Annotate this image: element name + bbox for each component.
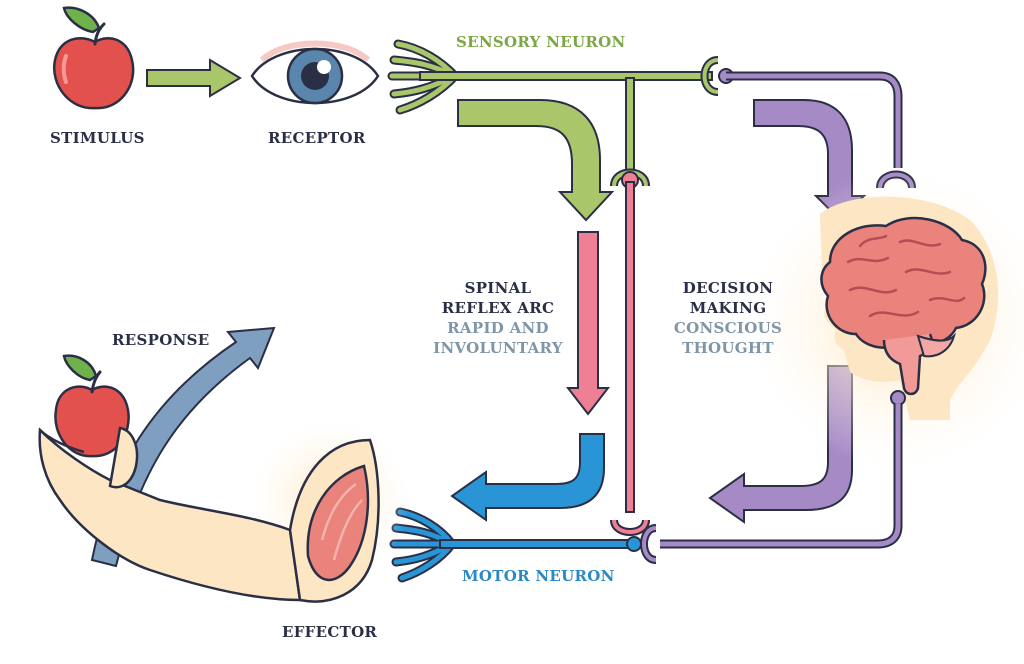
brain-output-neuron (640, 390, 906, 564)
decision-subtitle-line1: CONSCIOUS (673, 319, 783, 337)
eye-icon (250, 40, 380, 105)
spinal-reflex-subtitle-line2: INVOLUNTARY (433, 339, 563, 357)
stimulus-label: STIMULUS (50, 129, 145, 147)
receptor-label: RECEPTOR (268, 129, 366, 147)
spinal-reflex-subtitle-line1: RAPID AND (447, 319, 549, 337)
decision-subtitle-line2: THOUGHT (682, 339, 774, 357)
spinal-reflex-title-line2: REFLEX ARC (441, 299, 555, 317)
spinal-interneuron (610, 171, 650, 536)
effector-label: EFFECTOR (282, 623, 378, 641)
spinal-reflex-arrow (565, 231, 611, 416)
apple-icon (52, 6, 135, 110)
brain-icon (820, 216, 987, 396)
sensory-neuron (387, 39, 719, 187)
arm-muscle-icon (38, 354, 410, 603)
decision-title-line1: DECISION (682, 279, 774, 297)
motor-neuron-label: MOTOR NEURON (462, 567, 615, 585)
decision-title-line2: MAKING (689, 299, 767, 317)
sensory-neuron-label: SENSORY NEURON (456, 33, 626, 51)
stimulus-to-receptor-arrow (146, 58, 242, 98)
sensory-to-spine-arrow (457, 99, 615, 222)
spine-to-effector-arrow (450, 433, 605, 522)
spinal-reflex-title-line1: SPINAL (464, 279, 532, 297)
response-label: RESPONSE (112, 331, 210, 349)
